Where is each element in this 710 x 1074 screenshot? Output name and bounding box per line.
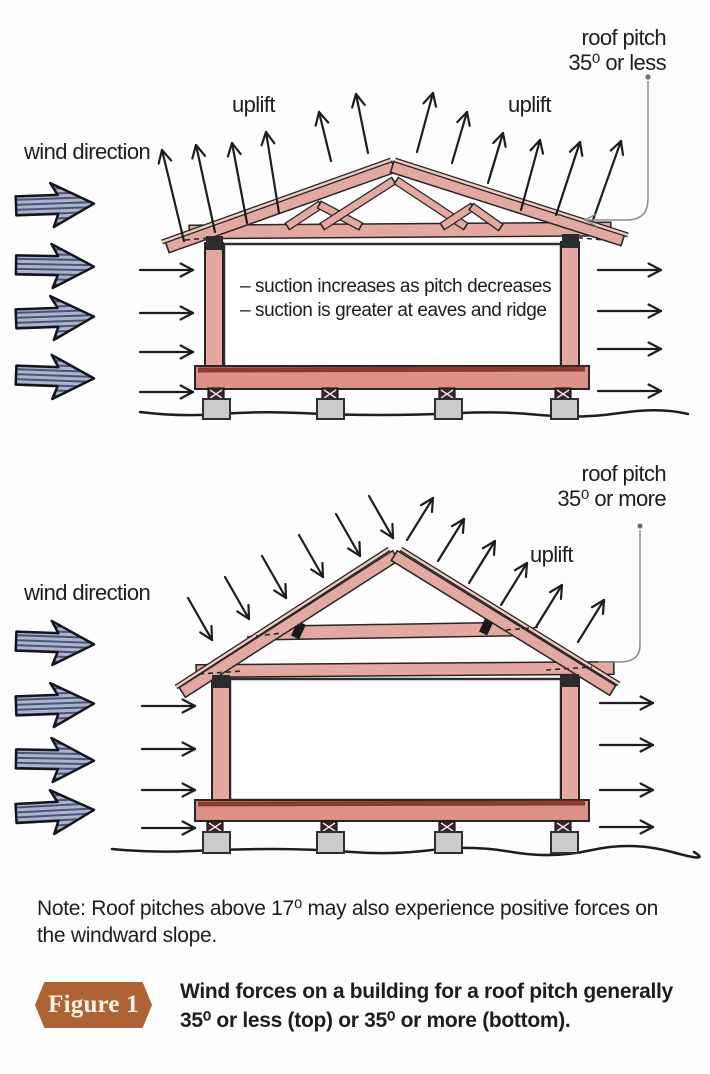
top-wind-direction-label: wind direction: [24, 139, 151, 164]
top-building-sketch: [138, 157, 690, 420]
bottom-building-sketch: [110, 546, 701, 859]
figure-badge: Figure 1: [35, 982, 152, 1028]
top-uplift-label-right: uplift: [508, 92, 551, 117]
top-uplift-arrow-fan: [157, 91, 625, 243]
bottom-wind-direction-arrows: [13, 618, 97, 838]
figure-caption: Wind forces on a building for a roof pit…: [180, 980, 673, 1032]
bottom-uplift-arrows: [405, 496, 606, 644]
bottom-roof-pitch-label: roof pitch 35⁰ or more: [557, 461, 666, 511]
top-uplift-label-left: uplift: [232, 92, 275, 117]
bottom-airflow-arrows: [140, 695, 655, 836]
suction-notes: – suction increases as pitch decreases –…: [240, 276, 552, 321]
figure-note: Note: Roof pitches above 17⁰ may also ex…: [37, 897, 659, 947]
bottom-downforce-arrows: [186, 494, 395, 642]
leader-line-bottom: [598, 523, 643, 663]
bottom-wind-direction-label: wind direction: [24, 580, 151, 605]
top-roof-pitch-label: roof pitch 35⁰ or less: [568, 25, 666, 75]
bottom-uplift-label: uplift: [530, 542, 573, 567]
leader-line-top: [583, 74, 651, 228]
top-airflow-arrows: [138, 262, 663, 400]
top-wind-direction-arrows: [14, 180, 96, 402]
